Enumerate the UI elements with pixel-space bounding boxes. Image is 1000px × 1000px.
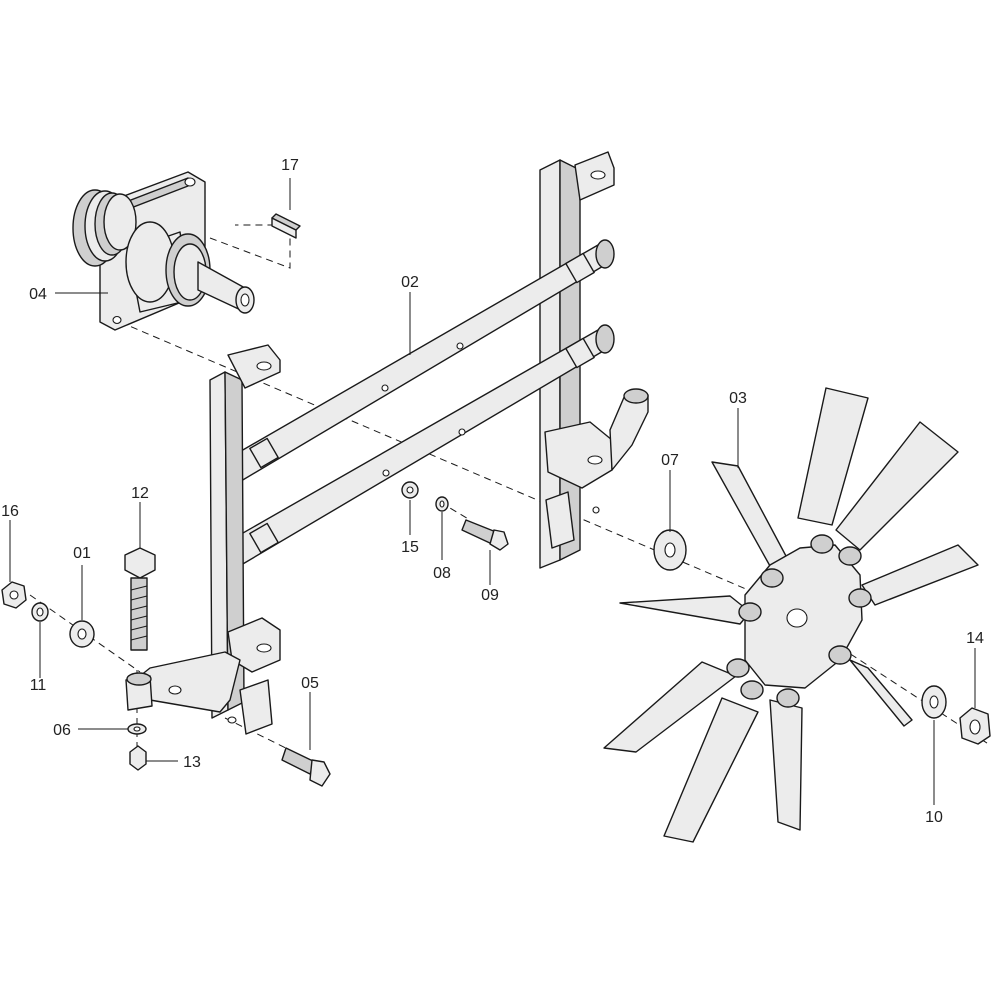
callout-02: 02 [401, 274, 419, 291]
callout-03: 03 [729, 390, 747, 407]
callout-05: 05 [301, 675, 319, 692]
nut-13 [129, 745, 147, 771]
washer-10 [921, 685, 947, 719]
frame-assembly [125, 151, 649, 735]
callout-06: 06 [53, 722, 71, 739]
key-pin [271, 213, 301, 239]
washer-07 [653, 529, 687, 571]
washer-15 [401, 481, 419, 499]
callout-12: 12 [131, 485, 149, 502]
callouts: 01 02 03 04 05 06 07 08 09 10 11 12 13 1… [1, 157, 984, 826]
washer-01 [69, 620, 95, 648]
callout-07: 07 [661, 452, 679, 469]
callout-09: 09 [481, 587, 499, 604]
callout-11: 11 [30, 677, 47, 694]
lock-washer-08 [435, 496, 449, 512]
callout-10: 10 [925, 809, 943, 826]
callout-14: 14 [966, 630, 984, 647]
callout-17: 17 [281, 157, 299, 174]
bolt-05 [281, 747, 331, 787]
leader-lines [9, 178, 976, 805]
callout-08: 08 [433, 565, 451, 582]
callout-01: 01 [73, 545, 91, 562]
callout-16: 16 [1, 503, 19, 520]
nut-14 [959, 707, 991, 745]
hex-bolt [124, 547, 156, 651]
callout-15: 15 [401, 539, 419, 556]
bolt-09 [461, 519, 509, 551]
bearing-housing-pulley [72, 171, 255, 331]
washer-06 [127, 723, 147, 735]
callout-04: 04 [29, 286, 47, 303]
lock-washer-11 [31, 602, 49, 622]
nut-16 [1, 581, 27, 609]
callout-13: 13 [183, 754, 201, 771]
paddle-wheel [603, 387, 979, 843]
